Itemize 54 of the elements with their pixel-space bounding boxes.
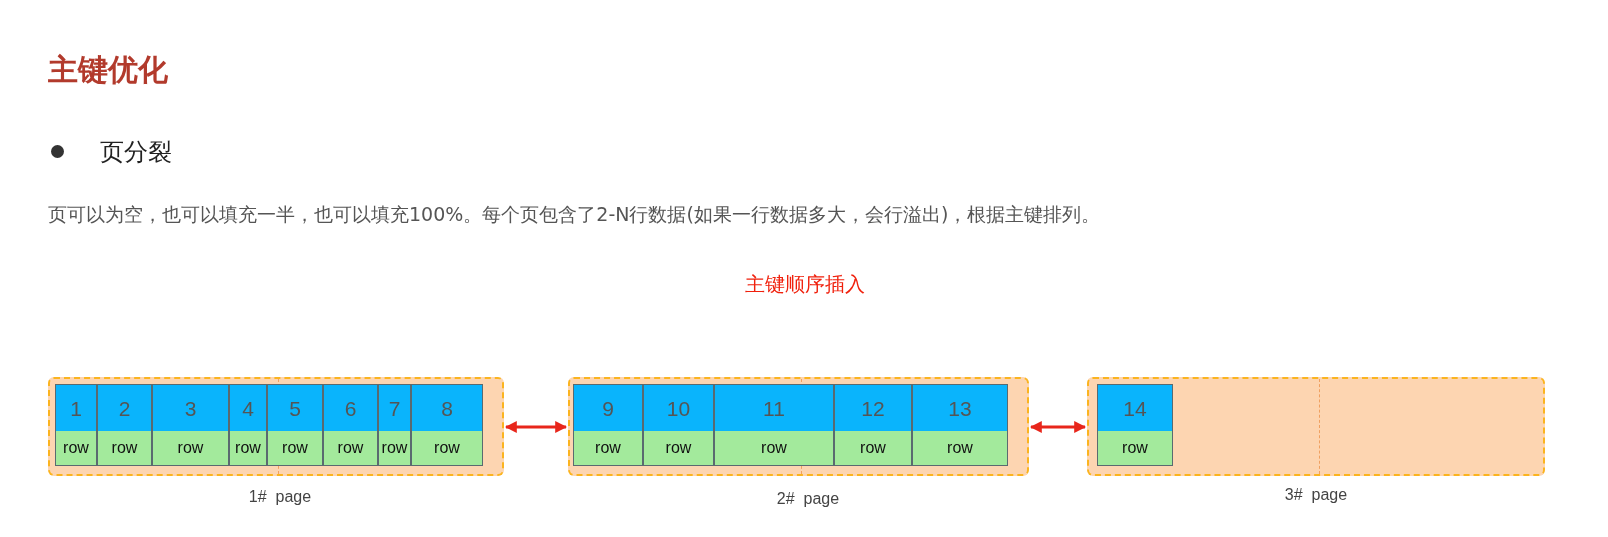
paragraph: 页可以为空，也可以填充一半，也可以填充100%。每个页包含了2-N行数据(如果一行数据多大，会行溢出)，根据主键排列。 (48, 202, 1101, 227)
page-box (1087, 377, 1545, 476)
row-cell: row (1098, 431, 1172, 465)
key-cell: 3 (153, 385, 228, 433)
key-cell: 2 (98, 385, 151, 433)
key-cell: 5 (268, 385, 322, 433)
row-cell: row (715, 431, 833, 465)
row-cell: row (268, 431, 322, 465)
key-cell: 10 (644, 385, 713, 433)
record (1097, 384, 1173, 466)
record (834, 384, 912, 466)
heading: 主键优化 (48, 51, 168, 89)
page-box (568, 377, 1029, 476)
bullet-item: 页分裂 (100, 137, 172, 168)
record (229, 384, 267, 466)
record (714, 384, 834, 466)
record (267, 384, 323, 466)
key-cell: 1 (56, 385, 96, 433)
key-cell: 9 (574, 385, 642, 433)
page-box (48, 377, 504, 476)
row-cell: row (324, 431, 377, 465)
record (152, 384, 229, 466)
page-caption: 3# page (1284, 486, 1348, 504)
row-cell: row (98, 431, 151, 465)
row-cell: row (230, 431, 266, 465)
page-caption: 2# page (776, 490, 840, 508)
row-cell: row (412, 431, 482, 465)
double-arrow (504, 421, 568, 433)
record (55, 384, 97, 466)
row-cell: row (913, 431, 1007, 465)
diagram-subtitle: 主键顺序插入 (745, 271, 865, 298)
record (643, 384, 714, 466)
row-cell: row (644, 431, 713, 465)
record (411, 384, 483, 466)
key-cell: 13 (913, 385, 1007, 433)
record (573, 384, 643, 466)
key-cell: 4 (230, 385, 266, 433)
double-arrow (1029, 421, 1087, 433)
record (912, 384, 1008, 466)
key-cell: 11 (715, 385, 833, 433)
key-cell: 12 (835, 385, 911, 433)
row-cell: row (56, 431, 96, 465)
page-caption: 1# page (248, 488, 312, 506)
record (378, 384, 411, 466)
key-cell: 7 (379, 385, 410, 433)
record (97, 384, 152, 466)
row-cell: row (153, 431, 228, 465)
row-cell: row (835, 431, 911, 465)
key-cell: 14 (1098, 385, 1172, 433)
row-cell: row (574, 431, 642, 465)
record (323, 384, 378, 466)
key-cell: 8 (412, 385, 482, 433)
key-cell: 6 (324, 385, 377, 433)
row-cell: row (379, 431, 410, 465)
